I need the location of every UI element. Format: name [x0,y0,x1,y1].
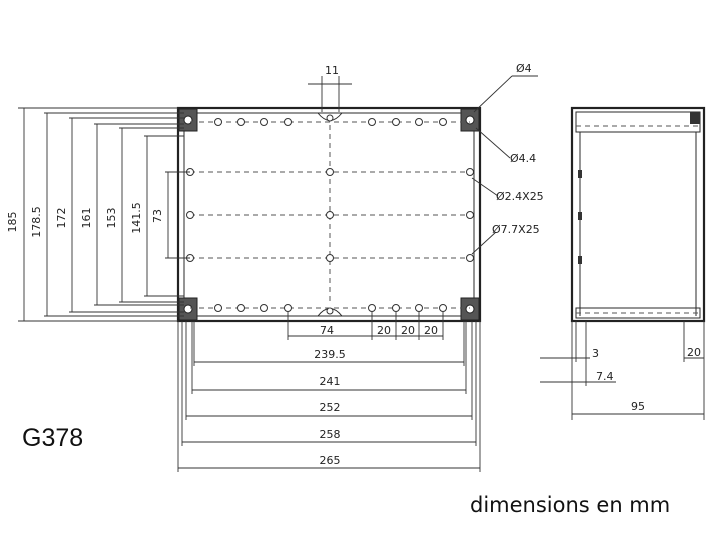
height-dimensions [18,107,190,322]
side-lid-latch [690,112,700,124]
dim-239-5: 239.5 [314,348,346,361]
front-view: 185 178.5 172 161 153 141.5 73 11 Ø4 Ø4.… [6,62,544,472]
side-boss-1 [578,170,582,178]
dim-241: 241 [320,375,341,388]
top-dimension: 11 [308,64,352,112]
enclosure-inner-outline [183,112,475,317]
dim-3: 3 [592,347,599,360]
width-dimensions: 239.5 241 252 258 265 [177,321,481,472]
side-view: 95 3 7.4 20 [540,106,706,420]
dim-7-4: 7.4 [596,370,614,383]
side-view-lid [575,111,701,133]
side-boss-2 [578,212,582,220]
dim-161: 161 [80,208,93,229]
corner-bosses [178,108,480,321]
units-note: dimensions en mm [470,493,670,517]
dim-153: 153 [105,208,118,229]
dim-11: 11 [325,64,339,77]
side-view-outline [570,106,706,323]
mounting-holes [186,118,474,312]
dim-258: 258 [320,428,341,441]
dim-20-a: 20 [377,324,391,337]
dim-95: 95 [631,400,645,413]
dim-265: 265 [320,454,341,467]
dim-20-b: 20 [401,324,415,337]
bottom-small-dimensions: 74 20 20 20 [287,312,444,340]
dim-73: 73 [151,209,164,223]
top-notch-hole [326,114,334,122]
callout-d2-4x25: Ø2.4X25 [496,190,544,203]
dim-74: 74 [320,324,334,337]
dim-252: 252 [320,401,341,414]
hole-callouts: Ø4 Ø4.4 Ø2.4X25 Ø7.7X25 [471,62,544,255]
dim-141-5: 141.5 [130,202,143,234]
enclosure-outline [176,106,482,323]
callout-d4-4: Ø4.4 [510,152,536,165]
bottom-notch-hole [326,307,334,315]
callout-d4: Ø4 [516,62,532,75]
dim-178-5: 178.5 [30,206,43,238]
side-boss-3 [578,256,582,264]
dim-20-c: 20 [424,324,438,337]
model-label: G378 [22,424,83,452]
dim-172: 172 [55,208,68,229]
dim-20-side: 20 [687,346,701,359]
height-dimension-labels: 185 178.5 172 161 153 141.5 73 [6,202,164,238]
callout-d7-7x25: Ø7.7X25 [492,223,540,236]
dim-185: 185 [6,212,19,233]
